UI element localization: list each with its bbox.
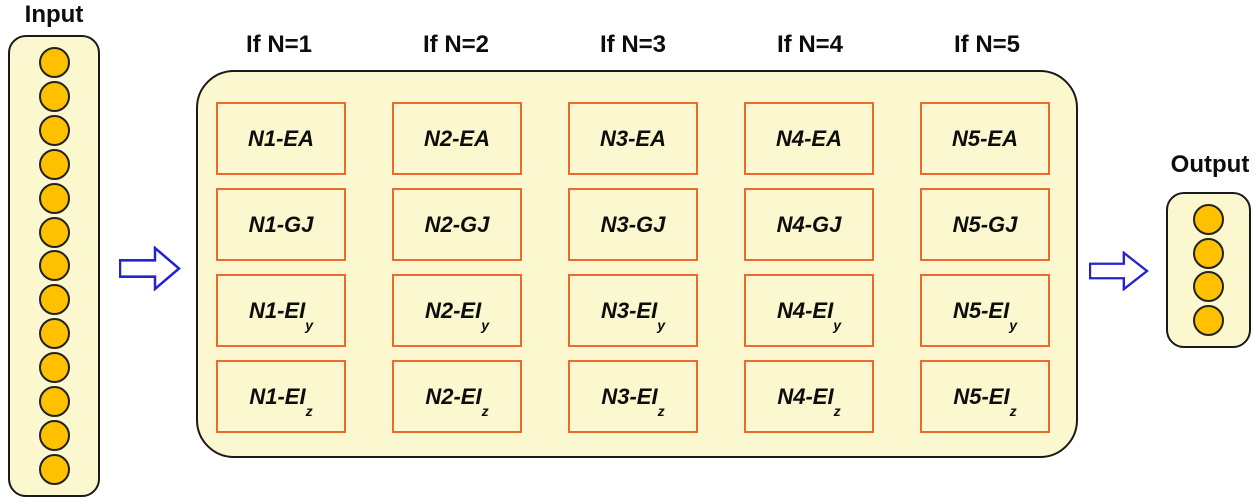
cell-n4-ea: N4-EA xyxy=(744,102,874,175)
cell-text: N1-EI xyxy=(248,297,306,323)
input-neuron-node xyxy=(38,148,70,180)
cell-subscript: y xyxy=(657,317,666,333)
cell-n5-ea: N5-EA xyxy=(920,102,1050,175)
cell-n2-gj: N2-GJ xyxy=(392,188,522,261)
input-neuron-node xyxy=(38,80,70,112)
cell-subscript: y xyxy=(481,317,490,333)
flow-arrow-left-icon xyxy=(119,246,181,291)
cell-n4-gj: N4-GJ xyxy=(744,188,874,261)
cell-text: N3-EI xyxy=(601,383,658,409)
cell-subscript: y xyxy=(1009,317,1018,333)
cell-subscript: z xyxy=(1009,403,1017,419)
cell-subscript: y xyxy=(305,317,314,333)
input-neuron-node xyxy=(38,216,70,248)
input-neuron-node xyxy=(38,318,70,350)
cell-text: N5-EI xyxy=(953,383,1010,409)
input-layer-panel xyxy=(8,35,100,497)
cell-text: N4-EI xyxy=(777,383,834,409)
input-neuron-node xyxy=(38,114,70,146)
output-label: Output xyxy=(1170,151,1250,178)
cell-text: N2-GJ xyxy=(424,211,490,237)
cell-subscript: z xyxy=(657,403,665,419)
header-if-n1: If N=1 xyxy=(245,31,313,58)
input-neuron-node xyxy=(38,250,70,282)
cell-n5-gj: N5-GJ xyxy=(920,188,1050,261)
cell-text: N2-EI xyxy=(424,297,482,323)
cell-n1-gj: N1-GJ xyxy=(216,188,346,261)
cell-text: N1-EA xyxy=(247,125,314,151)
cell-subscript: z xyxy=(305,403,313,419)
branch-headers: If N=1 If N=2 If N=3 If N=4 If N=5 xyxy=(196,30,1078,62)
input-neuron-node xyxy=(38,182,70,214)
header-if-n3: If N=3 xyxy=(599,31,667,58)
output-neuron-node xyxy=(1193,304,1224,336)
header-if-n2: If N=2 xyxy=(422,31,490,58)
cell-text: N4-EI xyxy=(776,297,834,323)
cell-text: N3-GJ xyxy=(600,211,666,237)
output-neuron-node xyxy=(1193,204,1224,235)
cell-text: N1-GJ xyxy=(248,211,314,237)
cell-text: N3-EA xyxy=(599,125,666,151)
cell-text: N4-EA xyxy=(775,125,842,151)
input-neuron-node xyxy=(38,47,70,78)
flow-arrow-right-icon xyxy=(1089,251,1149,291)
cell-text: N3-EI xyxy=(600,297,658,323)
cell-text: N5-GJ xyxy=(952,211,1018,237)
output-neuron-node xyxy=(1193,237,1224,269)
cell-n3-ea: N3-EA xyxy=(568,102,698,175)
cell-text: N4-GJ xyxy=(776,211,842,237)
input-neuron-node xyxy=(38,386,70,418)
header-if-n4: If N=4 xyxy=(776,31,844,58)
cell-subscript: z xyxy=(833,403,841,419)
cell-n3-gj: N3-GJ xyxy=(568,188,698,261)
cell-text: N5-EI xyxy=(952,297,1010,323)
cell-text: N1-EI xyxy=(249,383,306,409)
cell-subscript: y xyxy=(833,317,842,333)
input-neuron-node xyxy=(38,284,70,316)
output-neuron-node xyxy=(1193,271,1224,303)
cell-text: N5-EA xyxy=(951,125,1018,151)
input-neuron-node xyxy=(38,419,70,451)
input-neuron-node xyxy=(38,352,70,384)
cell-text: N2-EA xyxy=(423,125,490,151)
cell-n1-ea: N1-EA xyxy=(216,102,346,175)
cell-text: N2-EI xyxy=(425,383,482,409)
output-layer-panel xyxy=(1166,192,1251,348)
header-if-n5: If N=5 xyxy=(953,31,1021,58)
cell-subscript: z xyxy=(481,403,489,419)
input-label: Input xyxy=(24,1,84,28)
cell-n2-ea: N2-EA xyxy=(392,102,522,175)
input-neuron-node xyxy=(38,453,70,485)
